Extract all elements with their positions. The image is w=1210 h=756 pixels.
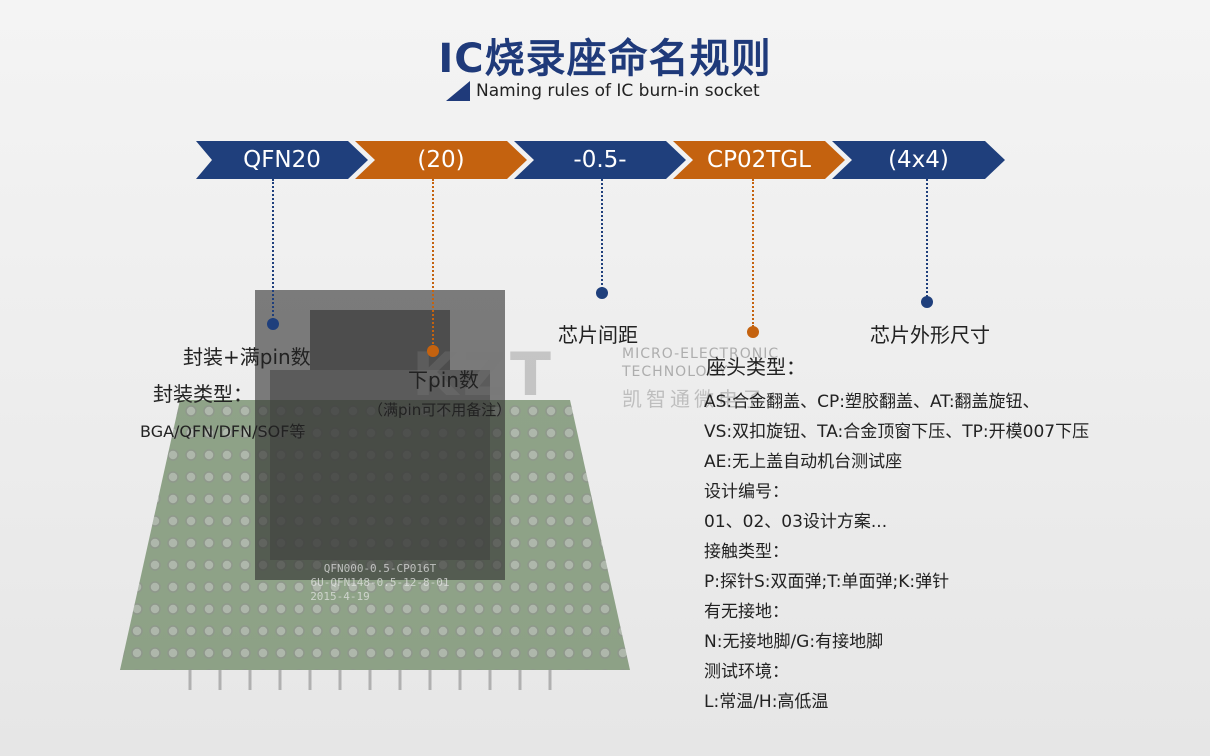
head-detail-line: 测试环境： [704,662,789,682]
page-subtitle: Naming rules of IC burn-in socket [446,80,760,102]
package-type-label: 封装类型： [153,382,253,406]
head-detail-line: N:无接地脚/G:有接地脚 [704,632,884,652]
pitch-title: 芯片间距 [558,323,638,347]
head-detail-line: 接触类型： [704,542,789,562]
subtitle-text: Naming rules of IC burn-in socket [476,81,760,101]
head-detail-line: 有无接地： [704,602,789,622]
segment-size: (4x4) [832,141,1005,179]
size-title: 芯片外形尺寸 [870,323,990,347]
dot-package [267,318,279,330]
segment-pitch: -0.5- [514,141,686,179]
watermark-chinese: 凯智通微电子 [622,387,766,411]
dot-head [747,326,759,338]
head-detail-line: AS:合金翻盖、CP:塑胶翻盖、AT:翻盖旋钮、 [704,392,1040,412]
segment-pitch-label: -0.5- [573,147,627,173]
connector-size [926,179,928,297]
connector-package [272,179,274,320]
watermark-english: MICRO-ELECTRONIC TECHNOLOGY [622,345,779,381]
watermark-en-line2: TECHNOLOGY [622,364,729,380]
head-detail-line: P:探针S:双面弹;T:单面弹;K:弹针 [704,572,950,592]
segment-package-label: QFN20 [243,147,321,173]
pcb-label-3: 2015-4-19 [310,590,370,603]
segment-head-label: CP02TGL [707,147,811,173]
pins-title: 下pin数 [408,368,479,392]
segment-head: CP02TGL [673,141,845,179]
watermark-en-line1: MICRO-ELECTRONIC [622,346,780,362]
pins-note: （满pin可不用备注） [368,401,512,419]
dot-pins [427,345,439,357]
dot-pitch [596,287,608,299]
package-title: 封装+满pin数 [183,345,311,369]
head-detail-line: L:常温/H:高低温 [704,692,829,712]
connector-pitch [601,179,603,289]
head-details-list: AS:合金翻盖、CP:塑胶翻盖、AT:翻盖旋钮、 VS:双扣旋钮、TA:合金顶窗… [704,387,1089,717]
connector-pins [432,179,434,347]
triangle-icon [446,81,470,101]
head-detail-line: AE:无上盖自动机台测试座 [704,452,903,472]
head-detail-line: 01、02、03设计方案... [704,512,888,532]
pcb-label-1: QFN000-0.5-CP016T [324,562,437,575]
head-detail-line: 设计编号： [704,482,789,502]
segment-size-label: (4x4) [888,147,949,173]
segment-pins-label: (20) [417,147,465,173]
connector-head [752,179,754,327]
page-title: IC烧录座命名规则 [438,36,772,82]
head-title: 座头类型： [706,355,806,379]
dot-size [921,296,933,308]
pcb-label-2: 6U-QFN148-0.5-12-8-01 [310,576,449,589]
segment-package: QFN20 [196,141,368,179]
package-types: BGA/QFN/DFN/SOF等 [140,422,306,441]
socket-photo: QFN000-0.5-CP016T 6U-QFN148-0.5-12-8-01 … [120,290,630,690]
segment-pins: (20) [355,141,527,179]
head-detail-line: VS:双扣旋钮、TA:合金顶窗下压、TP:开模007下压 [704,422,1090,442]
